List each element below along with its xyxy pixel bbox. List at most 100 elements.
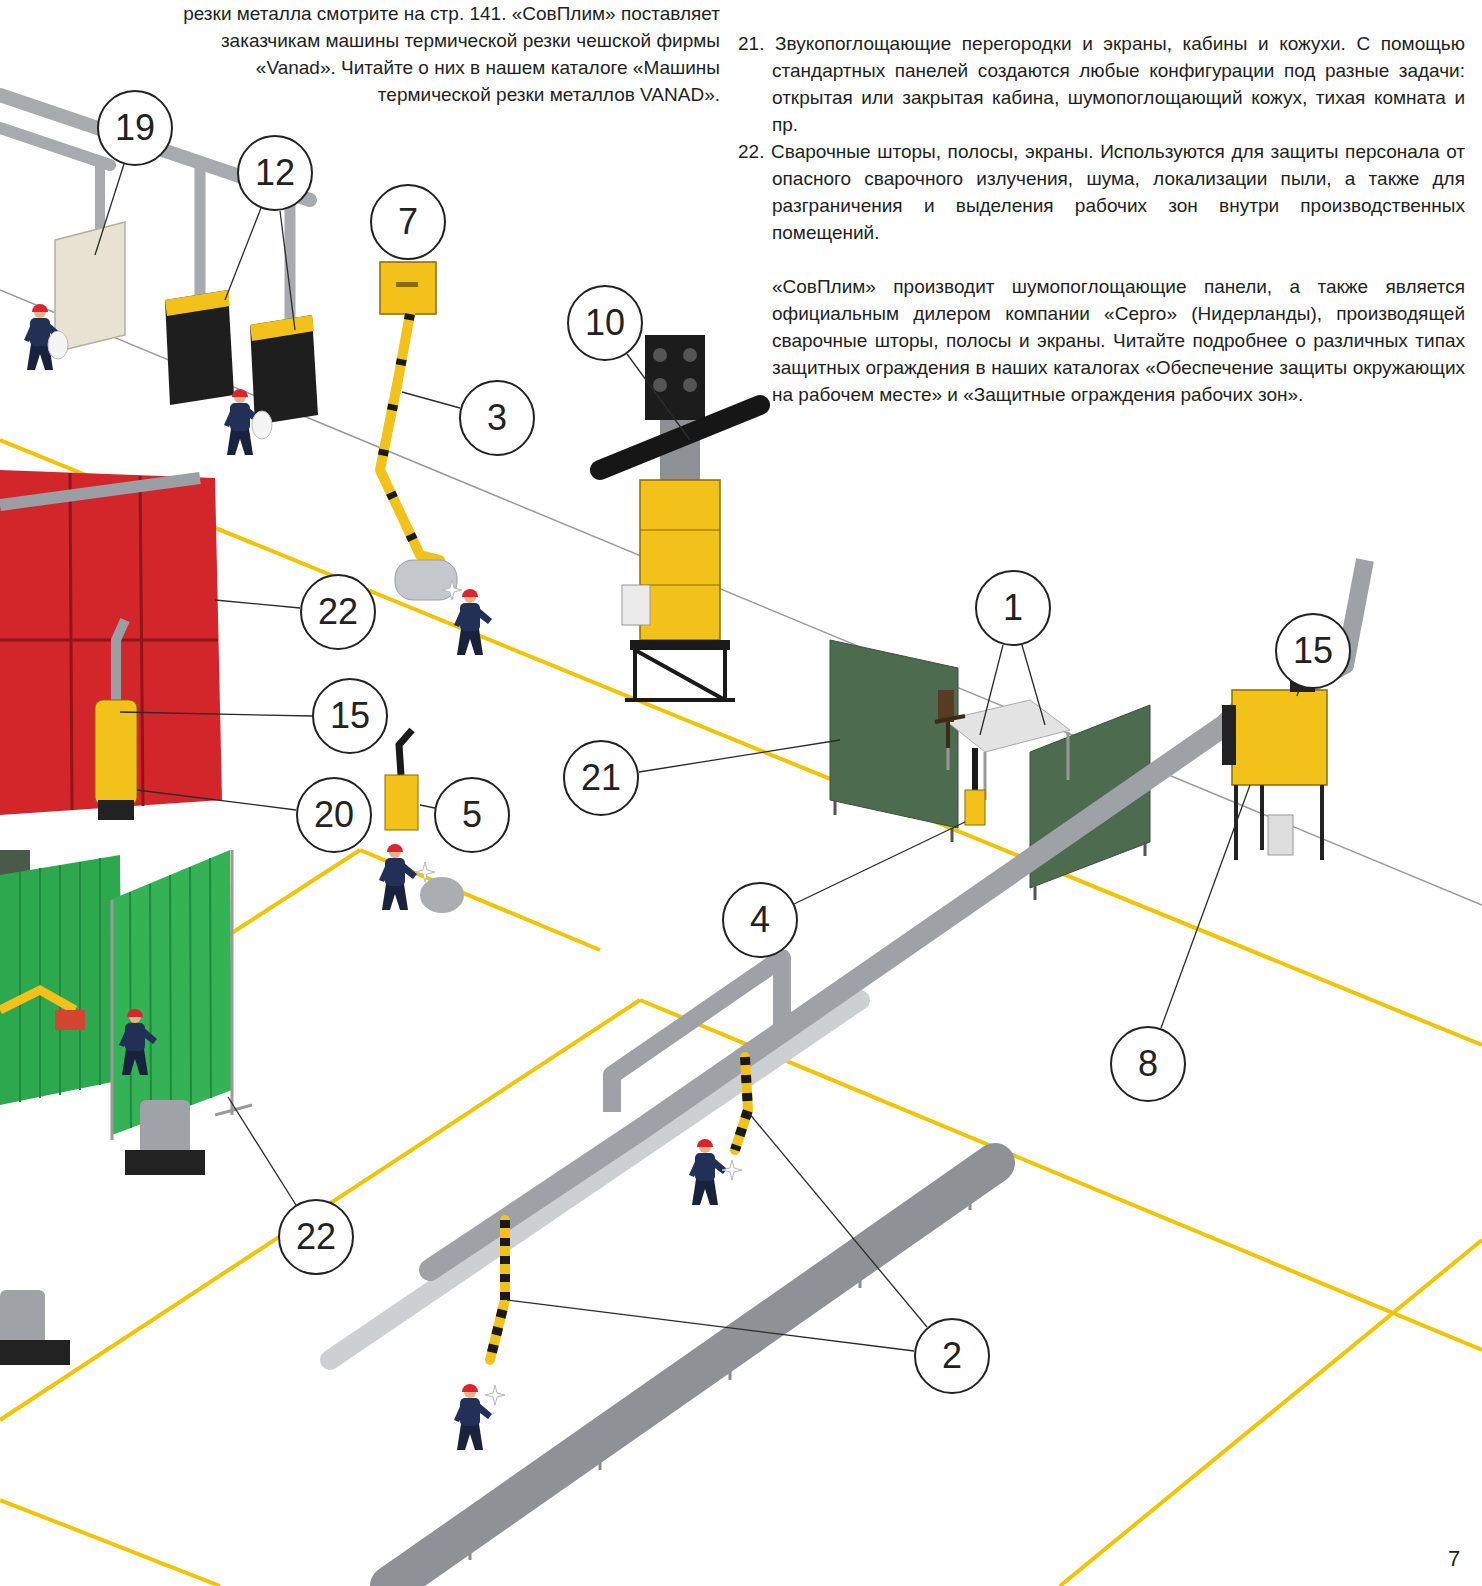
callout-number: 15 xyxy=(1275,613,1351,689)
callout-text: 15 xyxy=(1293,631,1333,671)
control-box xyxy=(622,585,650,625)
leader-line xyxy=(627,354,690,440)
filter-base xyxy=(98,800,134,820)
table-top xyxy=(165,290,230,316)
leader-line xyxy=(215,600,300,608)
callout-number: 15 xyxy=(312,678,388,754)
callout-text: 12 xyxy=(255,153,295,193)
curtain-stripes xyxy=(20,858,100,1102)
callout-number: 8 xyxy=(1110,1026,1186,1102)
extraction-arm xyxy=(490,1220,505,1360)
callout-number: 20 xyxy=(296,777,372,853)
leader-line xyxy=(225,208,261,300)
panel-legs xyxy=(835,800,952,842)
callout-number: 2 xyxy=(914,1318,990,1394)
chair-seat xyxy=(935,716,965,748)
callout-number: 19 xyxy=(97,90,173,166)
callout-number: 7 xyxy=(370,184,446,260)
callout-number: 22 xyxy=(278,1199,354,1275)
floor-markings xyxy=(0,440,1482,1586)
leader-line xyxy=(794,822,965,904)
curtain-frame xyxy=(0,473,218,810)
filter-head xyxy=(645,335,705,420)
extraction-arm xyxy=(735,1057,748,1150)
filter-port xyxy=(653,348,667,362)
workpiece-pipe xyxy=(390,1163,995,1586)
dust-bin xyxy=(1268,815,1293,855)
leader-line xyxy=(748,1112,927,1327)
desk xyxy=(945,700,1070,752)
list-item: 22. Сварочные шторы, полосы, экраны. Исп… xyxy=(738,138,1465,246)
leader-line xyxy=(1297,687,1300,696)
callout-text: 8 xyxy=(1138,1044,1158,1084)
black-duct xyxy=(600,405,760,470)
worker-figure xyxy=(379,844,417,910)
worker-figure xyxy=(454,589,492,655)
leader-line xyxy=(120,712,312,716)
leader-line xyxy=(420,805,435,808)
extraction-arm xyxy=(0,990,75,1010)
weld-spark xyxy=(722,1160,742,1180)
body-text: «СовПлим» производит шумопоглощающие пан… xyxy=(772,273,1465,408)
acoustic-panel xyxy=(830,640,958,828)
callout-text: 21 xyxy=(581,758,621,798)
callout-text: 1 xyxy=(1003,588,1023,628)
leader-line xyxy=(639,740,840,772)
callout-number: 4 xyxy=(722,882,798,958)
fan-handle xyxy=(396,282,418,287)
leader-line xyxy=(228,1097,296,1205)
drum xyxy=(420,877,464,913)
desk-extractor xyxy=(965,790,985,825)
filter-port xyxy=(683,348,697,362)
filter-cabinet xyxy=(1232,690,1327,785)
drum-base xyxy=(125,1150,205,1175)
callout-text: 22 xyxy=(296,1217,336,1257)
callout-number: 21 xyxy=(563,740,639,816)
welding-curtain xyxy=(0,855,122,1105)
extraction-arm-joints xyxy=(380,314,440,560)
extraction-hose xyxy=(399,730,412,775)
worker-figure xyxy=(689,1139,727,1205)
weld-spark xyxy=(442,580,462,600)
callout-text: 15 xyxy=(330,696,370,736)
filter-port xyxy=(653,378,667,392)
mobile-extractor xyxy=(385,775,418,830)
curtain-stripes xyxy=(130,858,211,1128)
extraction-hose xyxy=(972,748,978,792)
cabinet-seam xyxy=(640,585,720,586)
drum xyxy=(140,1100,190,1155)
leader-line xyxy=(980,645,1003,735)
welding-curtain xyxy=(110,850,232,1135)
leader-line xyxy=(137,790,296,810)
desk-legs xyxy=(948,722,1068,800)
worker-figure xyxy=(119,1009,157,1075)
callout-text: 10 xyxy=(585,303,625,343)
filter-stand xyxy=(630,640,730,650)
page-number: 7 xyxy=(1448,1545,1460,1573)
weld-spark xyxy=(485,1385,505,1405)
floor-marking xyxy=(0,1500,220,1586)
duct-branch xyxy=(612,958,782,1112)
callout-number: 22 xyxy=(300,574,376,650)
air-pipe xyxy=(0,128,110,165)
extraction-arm-joints xyxy=(735,1057,748,1150)
callout-text: 20 xyxy=(314,795,354,835)
callout-text: 22 xyxy=(318,592,358,632)
protective-panel xyxy=(55,222,125,352)
welding-table xyxy=(250,315,318,425)
callout-text: 4 xyxy=(750,900,770,940)
air-pipe xyxy=(0,478,200,505)
cabinet-seam xyxy=(640,530,720,531)
callout-number: 12 xyxy=(237,135,313,211)
callout-text: 19 xyxy=(115,108,155,148)
workpiece xyxy=(395,560,457,600)
extraction-arm-joints xyxy=(490,1220,505,1360)
filter-stand xyxy=(625,650,735,700)
air-pipe xyxy=(195,163,206,296)
curtain-frame xyxy=(112,850,252,1140)
drum xyxy=(0,1290,45,1345)
weld-spark xyxy=(415,862,435,882)
leader-line xyxy=(1161,785,1250,1028)
list-item: 21. Звукопоглощающие перегородки и экран… xyxy=(738,30,1465,138)
